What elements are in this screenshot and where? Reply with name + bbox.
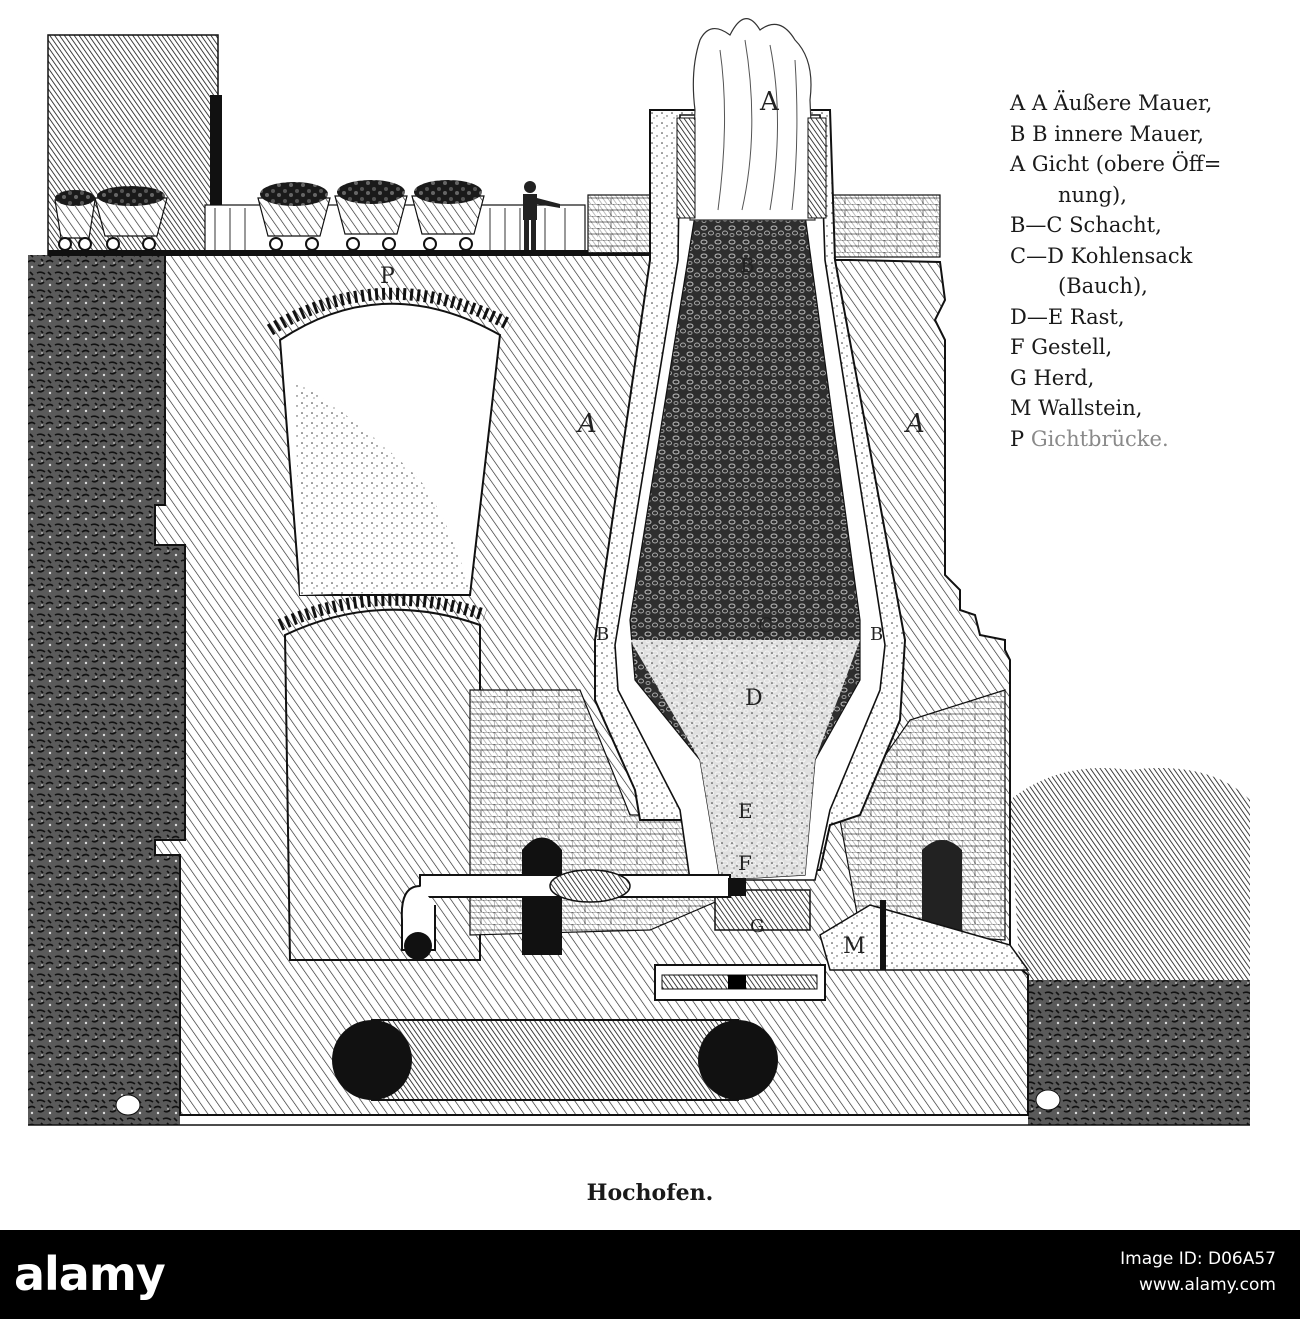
legend-item: D—E Rast, bbox=[1010, 304, 1125, 329]
legend-item: F Gestell, bbox=[1010, 335, 1113, 359]
legend-item-faded-text: Gichtbrücke. bbox=[1030, 426, 1169, 451]
label-a-left: A bbox=[576, 409, 597, 439]
label-e: E bbox=[738, 799, 753, 823]
watermark-id: Image ID: D06A57 www.alamy.com bbox=[1120, 1246, 1276, 1298]
legend-item: nung), bbox=[1058, 182, 1127, 207]
label-c: C bbox=[758, 613, 773, 637]
worker-figure bbox=[523, 181, 560, 250]
watermark-bar bbox=[0, 1230, 1300, 1319]
lower-vault bbox=[283, 608, 481, 961]
legend-item: M Wallstein, bbox=[1010, 396, 1143, 420]
label-d: D bbox=[745, 686, 763, 711]
hearth-brick-right bbox=[839, 689, 1006, 941]
label-m: M bbox=[843, 934, 866, 959]
blast-pipe bbox=[400, 869, 746, 960]
legend-item: G Herd, bbox=[1010, 365, 1095, 390]
brick-stack-right bbox=[829, 194, 941, 258]
legend-item: B B innere Mauer, bbox=[1010, 121, 1204, 146]
legend-item: P Gichtbrücke. bbox=[1010, 426, 1169, 451]
image-id-text: Image ID: D06A57 bbox=[1120, 1249, 1276, 1269]
site-url-text: www.alamy.com bbox=[1138, 1275, 1276, 1295]
label-p: P bbox=[380, 264, 395, 289]
spoil-heap bbox=[1010, 768, 1250, 980]
label-a-top: A bbox=[759, 87, 780, 117]
legend-item: C—D Kohlensack bbox=[1010, 243, 1193, 268]
legend-item: A Gicht (obere Öff= bbox=[1010, 152, 1222, 176]
figure-caption: Hochofen. bbox=[586, 1180, 714, 1206]
label-b-left: B bbox=[596, 624, 609, 645]
label-g: G bbox=[750, 916, 764, 937]
legend-item: B—C Schacht, bbox=[1010, 213, 1162, 237]
tuyere-arch-right bbox=[922, 840, 962, 935]
label-a-right: A bbox=[904, 409, 925, 439]
legend-item: A A Äußere Mauer, bbox=[1010, 91, 1213, 115]
slag-runout bbox=[819, 904, 1030, 971]
legend-item: (Bauch), bbox=[1058, 274, 1148, 298]
ground-right bbox=[1028, 980, 1250, 1125]
legend: A A Äußere Mauer, B B innere Mauer, A Gi… bbox=[1010, 88, 1295, 454]
label-b-right: B bbox=[870, 624, 883, 645]
ground-left bbox=[28, 255, 185, 1125]
label-b-top: B bbox=[740, 253, 755, 277]
alamy-logo: alamy bbox=[14, 1247, 166, 1301]
blast-furnace-engraving: A A A B B B C D E F G M P bbox=[28, 18, 1250, 1126]
ore-carts bbox=[54, 180, 485, 251]
label-f: F bbox=[738, 851, 752, 875]
gicht-flame bbox=[689, 18, 816, 221]
culvert-channel bbox=[332, 1019, 778, 1101]
